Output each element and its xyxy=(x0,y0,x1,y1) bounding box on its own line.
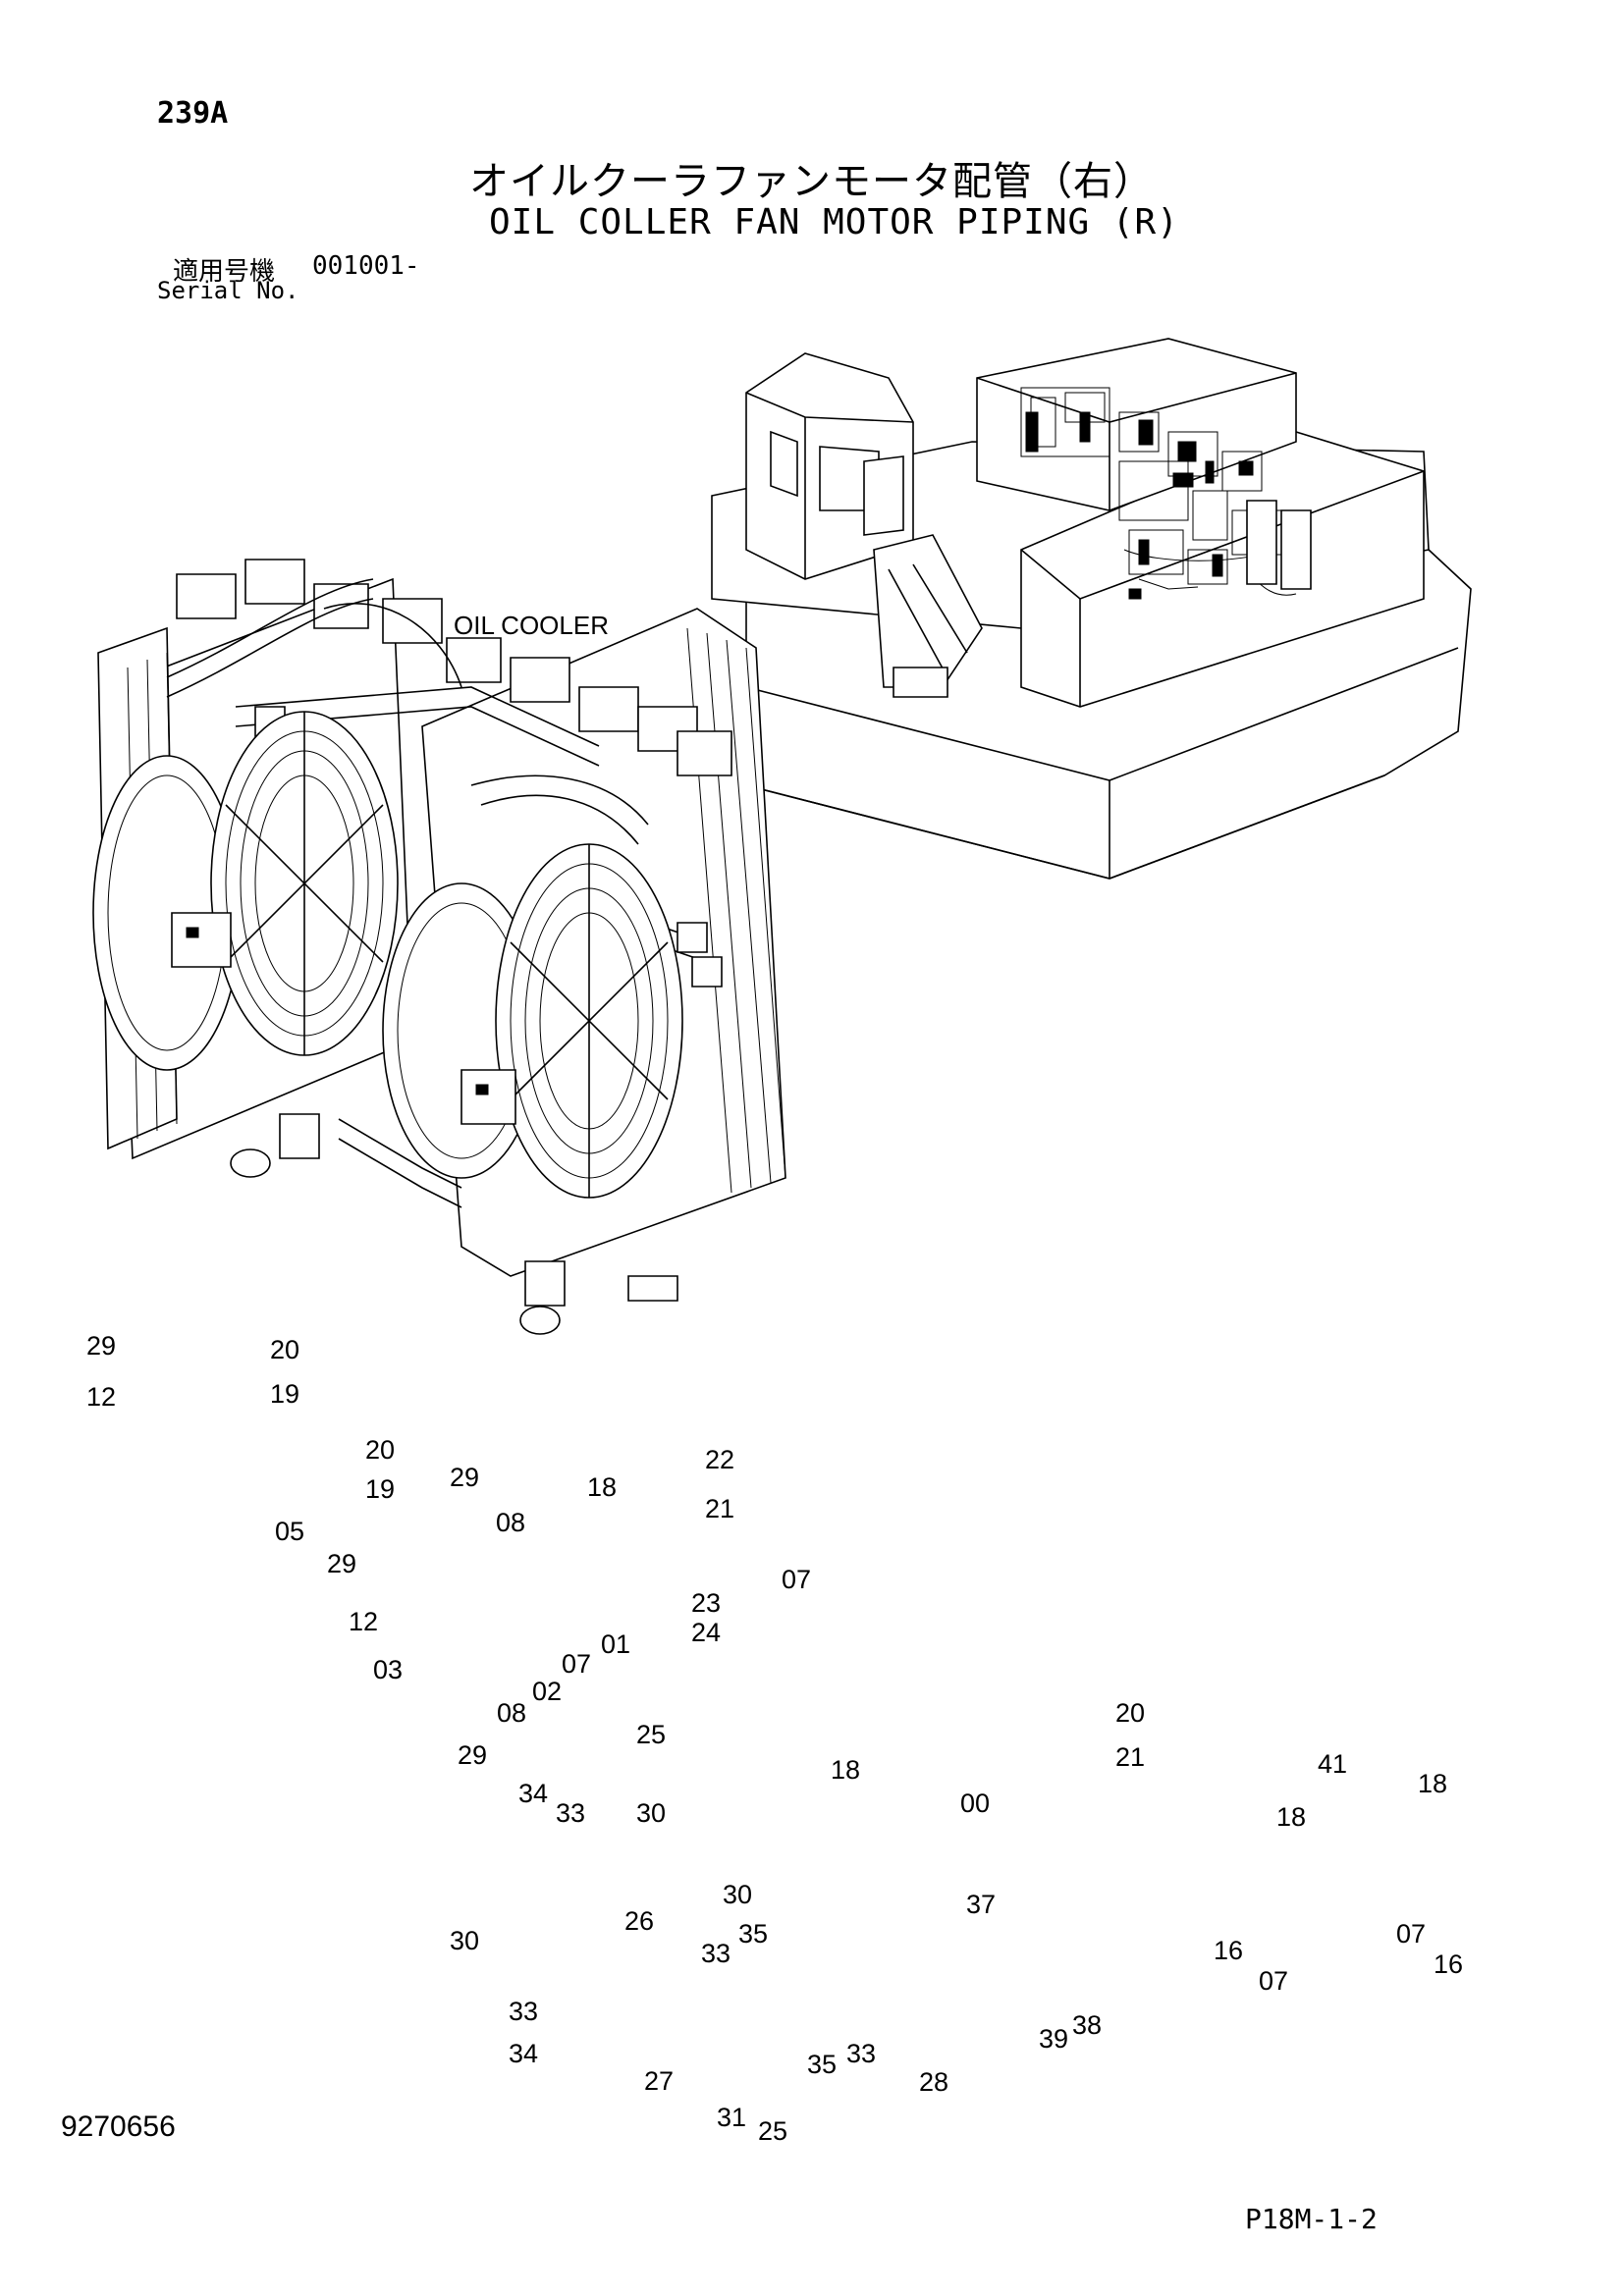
page-number: 239A xyxy=(157,96,229,131)
callout-25: 25 xyxy=(636,1720,667,1749)
callout-26: 26 xyxy=(624,1906,655,1936)
callout-16: 16 xyxy=(1214,1936,1244,1965)
callout-35: 35 xyxy=(738,1919,769,1949)
callout-07: 07 xyxy=(782,1565,812,1594)
callout-29: 29 xyxy=(86,1331,117,1361)
callout-19: 19 xyxy=(270,1379,300,1409)
callout-08: 08 xyxy=(496,1508,526,1537)
sheet-reference: P18M-1-2 xyxy=(1245,2203,1378,2235)
callout-25: 25 xyxy=(758,2116,788,2146)
callout-29: 29 xyxy=(327,1549,357,1578)
serial-number-value: 001001- xyxy=(312,251,420,281)
oil-cooler-label: OIL COOLER xyxy=(454,611,609,640)
callout-33: 33 xyxy=(701,1939,731,1968)
serial-label-english: Serial No. xyxy=(157,277,299,304)
callout-30: 30 xyxy=(450,1926,480,1955)
callout-23: 23 xyxy=(691,1588,722,1618)
callout-20: 20 xyxy=(365,1435,396,1465)
callout-29: 29 xyxy=(458,1740,488,1770)
callout-41: 41 xyxy=(1318,1749,1348,1779)
callout-33: 33 xyxy=(509,1997,539,2026)
callout-07: 07 xyxy=(1259,1966,1289,1996)
callout-33: 33 xyxy=(556,1798,586,1828)
serial-label-japanese: 適用号機 xyxy=(173,257,276,287)
callout-07: 07 xyxy=(562,1649,592,1679)
callout-05: 05 xyxy=(275,1517,305,1546)
page-title-english: OIL COLLER FAN MOTOR PIPING (R) xyxy=(489,202,1179,242)
oil-cooler-assembly xyxy=(93,560,785,1334)
callout-24: 24 xyxy=(691,1618,722,1647)
callout-00: 00 xyxy=(960,1789,991,1818)
callout-30: 30 xyxy=(723,1880,753,1909)
callout-21: 21 xyxy=(1115,1742,1146,1772)
machine-overview-illustration xyxy=(712,339,1471,879)
callout-18: 18 xyxy=(1276,1802,1307,1832)
callout-03: 03 xyxy=(373,1655,404,1684)
callout-29: 29 xyxy=(450,1463,480,1492)
callout-16: 16 xyxy=(1434,1949,1464,1979)
callout-27: 27 xyxy=(644,2066,675,2096)
callout-37: 37 xyxy=(966,1890,997,1919)
page-title-japanese: オイルクーラファンモータ配管（右） xyxy=(469,159,1154,204)
callout-28: 28 xyxy=(919,2067,949,2097)
callout-39: 39 xyxy=(1039,2024,1069,2054)
callout-01: 01 xyxy=(601,1629,631,1659)
callout-02: 02 xyxy=(532,1677,563,1706)
callout-38: 38 xyxy=(1072,2010,1103,2040)
callout-07: 07 xyxy=(1396,1919,1427,1949)
callout-35: 35 xyxy=(807,2050,838,2079)
callout-18: 18 xyxy=(1418,1769,1448,1798)
document-number: 9270656 xyxy=(61,2110,176,2143)
callout-12: 12 xyxy=(349,1607,379,1636)
callout-30: 30 xyxy=(636,1798,667,1828)
callout-21: 21 xyxy=(705,1494,735,1523)
callout-18: 18 xyxy=(587,1472,618,1502)
callout-19: 19 xyxy=(365,1474,396,1504)
callout-31: 31 xyxy=(717,2103,747,2132)
callout-18: 18 xyxy=(831,1755,861,1785)
callout-34: 34 xyxy=(509,2039,539,2068)
callout-12: 12 xyxy=(86,1382,117,1412)
callout-34: 34 xyxy=(518,1779,549,1808)
callout-20: 20 xyxy=(1115,1698,1146,1728)
callout-22: 22 xyxy=(705,1445,735,1474)
callout-20: 20 xyxy=(270,1335,300,1364)
callout-08: 08 xyxy=(497,1698,527,1728)
callout-33: 33 xyxy=(846,2039,877,2068)
